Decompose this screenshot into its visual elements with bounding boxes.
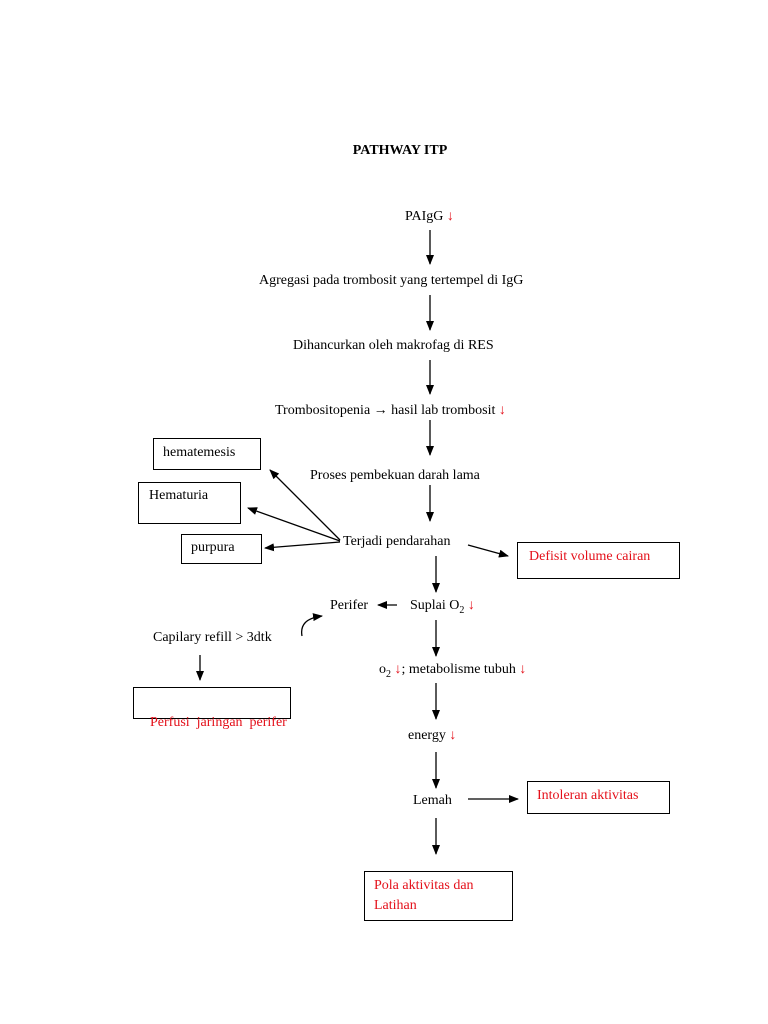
- box-purpura: purpura: [181, 534, 262, 564]
- node-suplai-subscript: 2: [459, 604, 465, 616]
- box-hematemesis: hematemesis: [153, 438, 261, 470]
- node-o2-label: o: [379, 662, 386, 677]
- box-hematemesis-label: hematemesis: [163, 445, 236, 460]
- node-metabolisme-label: ; metabolisme tubuh: [401, 662, 516, 677]
- box-hematuria-label: Hematuria: [149, 488, 209, 503]
- box-hematuria: Hematuria: [138, 482, 241, 524]
- node-hasil-lab-label: hasil lab trombosit: [391, 403, 496, 418]
- box-defisit-volume-cairan: Defisit volume cairan: [517, 542, 680, 579]
- decrease-arrow-icon: ↓: [498, 403, 506, 418]
- decrease-arrow-icon: ↓: [519, 662, 527, 677]
- node-dihancurkan: Dihancurkan oleh makrofag di RES: [293, 338, 494, 353]
- box-intoleran-aktivitas: Intoleran aktivitas: [527, 781, 670, 814]
- arrow-terjadi-hematuria: [247, 507, 341, 542]
- box-purpura-label: purpura: [191, 540, 235, 555]
- node-o2-metabolisme: o2 ↓; metabolisme tubuh ↓: [379, 662, 527, 680]
- node-lemah: Lemah: [413, 793, 452, 808]
- box-perfusi-jaringan-perifer: Perfusi jaringan perifer: [133, 687, 291, 730]
- node-energy: energy ↓: [408, 728, 456, 744]
- box-pola-aktivitas-latihan: Pola aktivitas dan Latihan: [364, 871, 513, 921]
- box-intoleran-label: Intoleran aktivitas: [537, 788, 639, 803]
- box-pola-line2: Latihan: [374, 898, 417, 913]
- arrow-terjadi-defisit: [467, 544, 509, 558]
- page-title: PATHWAY ITP: [352, 143, 448, 158]
- arrow-curve-capilary-perifer: [300, 613, 323, 637]
- node-capilary: Capilary refill > 3dtk: [153, 630, 272, 645]
- node-proses: Proses pembekuan darah lama: [310, 468, 480, 483]
- box-perfusi-label: Perfusi jaringan perifer: [150, 715, 287, 730]
- decrease-arrow-icon: ↓: [446, 209, 454, 224]
- node-trombositopenia-label: Trombositopenia: [275, 403, 371, 418]
- node-terjadi: Terjadi pendarahan: [343, 534, 451, 549]
- decrease-arrow-icon: ↓: [467, 598, 475, 613]
- node-o2-subscript: 2: [386, 668, 391, 680]
- node-agregasi: Agregasi pada trombosit yang tertempel d…: [259, 273, 524, 288]
- right-arrow-icon: →: [373, 403, 388, 418]
- box-defisit-label: Defisit volume cairan: [529, 549, 651, 564]
- arrow-terjadi-purpura: [264, 541, 341, 552]
- node-trombositopenia: Trombositopenia → hasil lab trombosit ↓: [275, 403, 506, 419]
- node-paigg: PAIgG ↓: [405, 209, 454, 225]
- decrease-arrow-icon: ↓: [394, 662, 402, 677]
- node-perifer: Perifer: [330, 598, 369, 613]
- node-energy-label: energy: [408, 728, 446, 743]
- node-suplai-label: Suplai O: [410, 598, 460, 613]
- box-pola-line1: Pola aktivitas dan: [374, 878, 474, 893]
- arrow-terjadi-hematemesis: [269, 469, 341, 541]
- node-suplai: Suplai O2 ↓: [410, 598, 475, 616]
- node-paigg-label: PAIgG: [405, 209, 444, 224]
- decrease-arrow-icon: ↓: [449, 728, 457, 743]
